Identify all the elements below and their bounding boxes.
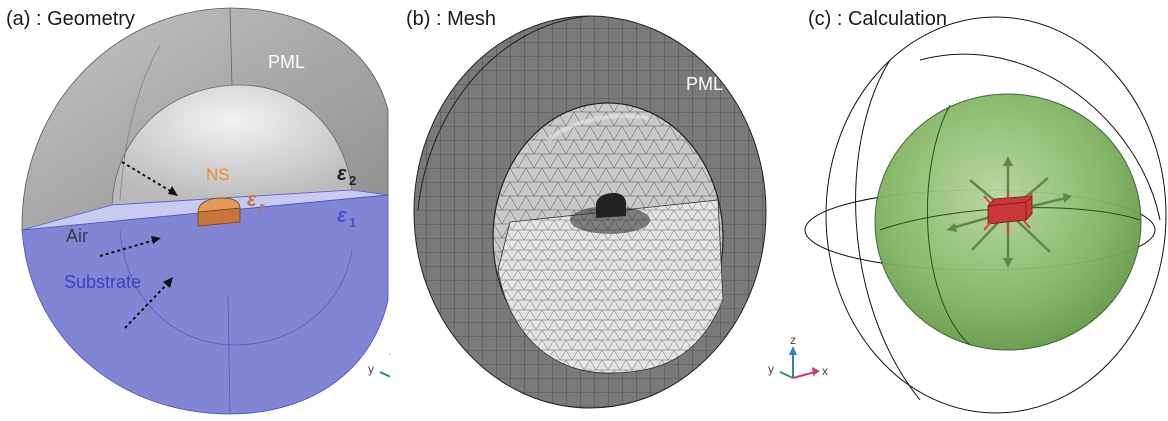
mesh-nanostructure [596,193,626,218]
nanostructure [197,197,241,227]
svg-text:z: z [790,334,796,347]
geometry-figure: PML NS Air Substrate ε r ε 1 ε 2 z x y [21,7,390,415]
panel-geometry: (a) : Geometry [0,0,390,421]
svg-text:y: y [768,362,774,376]
svg-text:y: y [368,362,374,376]
outer-boundary [825,16,1167,414]
mesh-cut-plane [497,199,724,374]
svg-text:2: 2 [349,173,356,188]
substrate-label: Substrate [64,272,141,292]
air-cavity [111,84,353,206]
eps-r-label: ε r [247,189,265,214]
axis-triad-a: z x y [368,352,390,378]
svg-text:1: 1 [349,215,356,230]
svg-text:r: r [259,199,265,214]
pml-label: PML [268,52,305,72]
mesh-pml-label: PML [686,74,723,94]
eps1-label: ε 1 [337,205,356,230]
panel-title-mesh: (b) : Mesh [406,8,497,30]
svg-text:ε: ε [247,189,257,211]
axis-triad-b-c: z x y [768,334,828,379]
pointer-arrows [99,161,173,329]
dipole-source [987,195,1034,225]
panel-title-geometry: (a) : Geometry [6,8,135,30]
mesh-figure: PML [413,15,767,409]
svg-text:ε: ε [337,163,347,185]
near-field-arrows [983,190,1033,234]
calculation-figure [804,16,1167,414]
svg-text:ε: ε [337,205,347,227]
panel-title-calculation: (c) : Calculation [808,8,947,30]
panel-calculation: (c) : Calculation [800,0,1168,421]
eps2-label: ε 2 [337,163,356,188]
air-label: Air [66,226,88,246]
ns-label: NS [206,165,230,184]
svg-text:x: x [822,364,828,378]
panel-mesh: (b) : Mesh PML [398,0,770,421]
